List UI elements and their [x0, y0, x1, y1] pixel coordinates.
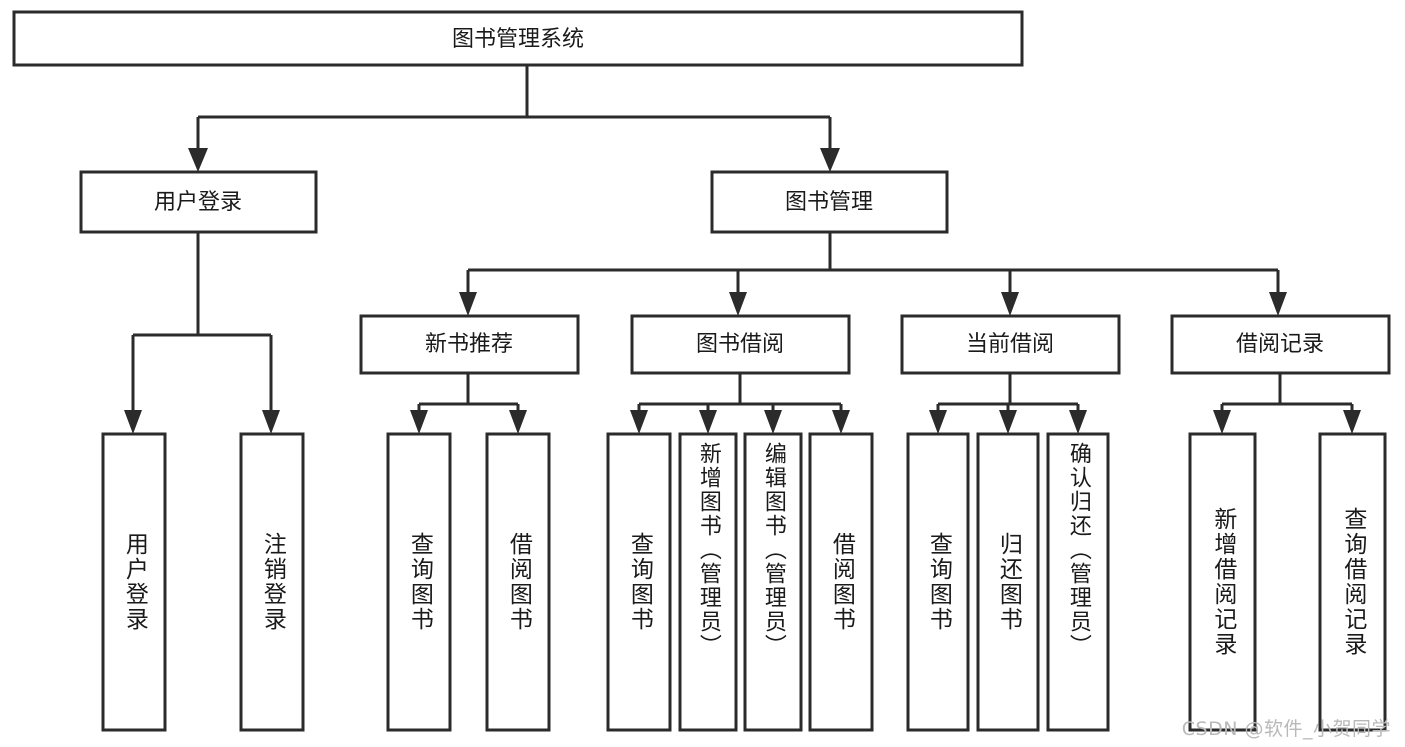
node-borrow-record-rect[interactable]	[1170, 314, 1391, 375]
node-leaf-add-record-rect[interactable]	[1188, 432, 1257, 732]
arrow-to-new-book	[459, 292, 477, 316]
node-leaf-borrow-book-1-rect[interactable]	[485, 432, 551, 732]
node-borrow-record[interactable]: 借阅记录	[1170, 314, 1391, 375]
node-leaf-user-login-rect[interactable]	[101, 432, 167, 732]
node-book-borrow-rect[interactable]	[630, 314, 851, 375]
node-leaf-logout-rect[interactable]	[239, 432, 305, 732]
arrow-leaf-user-login	[124, 410, 142, 434]
node-leaf-query-book-1-rect[interactable]	[386, 432, 452, 732]
arrow-leaf-query-book-2	[630, 410, 648, 434]
node-book-manage[interactable]: 图书管理	[710, 170, 949, 234]
node-borrow-record-label: 借阅记录	[1236, 332, 1324, 357]
arrow-leaf-confirm-return	[1069, 410, 1087, 434]
node-current-borrow[interactable]: 当前借阅	[900, 314, 1121, 375]
arrow-leaf-query-record	[1343, 410, 1361, 434]
connector-layer	[124, 65, 1361, 434]
node-new-book-recommend[interactable]: 新书推荐	[359, 314, 580, 375]
node-current-borrow-rect[interactable]	[900, 314, 1121, 375]
node-leaf-query-book-3-rect[interactable]	[906, 432, 970, 732]
arrow-leaf-edit-book	[764, 410, 782, 434]
node-leaf-query-book-2-rect[interactable]	[606, 432, 672, 732]
arrow-leaf-logout	[262, 410, 280, 434]
node-current-borrow-label: 当前借阅	[966, 332, 1054, 357]
node-user-login-label: 用户登录	[154, 190, 242, 215]
node-root-label: 图书管理系统	[452, 27, 584, 52]
node-user-login-rect[interactable]	[79, 170, 318, 234]
arrow-to-current-borrow	[1001, 292, 1019, 316]
node-book-borrow[interactable]: 图书借阅	[630, 314, 851, 375]
arrow-leaf-query-book-1	[410, 410, 428, 434]
node-leaf-confirm-return-rect[interactable]	[1046, 432, 1110, 732]
node-root[interactable]: 图书管理系统	[12, 10, 1024, 67]
arrow-to-borrow-record	[1269, 292, 1287, 316]
node-book-manage-rect[interactable]	[710, 170, 949, 234]
arrow-leaf-borrow-book-2	[832, 410, 850, 434]
node-leaf-edit-book-rect[interactable]	[743, 432, 803, 732]
node-new-book-recommend-rect[interactable]	[359, 314, 580, 375]
csdn-watermark: CSDN @软件_小贺同学	[1181, 718, 1391, 740]
arrow-leaf-add-book	[699, 410, 717, 434]
node-user-login[interactable]: 用户登录	[79, 170, 318, 234]
node-leaf-return-book-rect[interactable]	[976, 432, 1040, 732]
arrow-to-book-manage	[820, 148, 840, 172]
arrow-leaf-add-record	[1213, 410, 1231, 434]
node-book-manage-label: 图书管理	[785, 190, 873, 215]
node-layer: 图书管理系统 用户登录 图书管理 新书推荐 图书借阅 当前	[12, 10, 1391, 732]
arrow-leaf-query-book-3	[929, 410, 947, 434]
node-new-book-recommend-label: 新书推荐	[425, 332, 513, 357]
node-leaf-add-book-rect[interactable]	[678, 432, 738, 732]
arrow-to-user-login	[188, 148, 208, 172]
node-leaf-borrow-book-2-rect[interactable]	[808, 432, 874, 732]
node-root-rect[interactable]	[12, 10, 1024, 67]
arrow-leaf-return-book	[999, 410, 1017, 434]
node-book-borrow-label: 图书借阅	[696, 332, 784, 357]
node-leaf-query-record-rect[interactable]	[1318, 432, 1387, 732]
arrow-to-book-borrow	[729, 292, 747, 316]
arrow-leaf-borrow-book-1	[509, 410, 527, 434]
